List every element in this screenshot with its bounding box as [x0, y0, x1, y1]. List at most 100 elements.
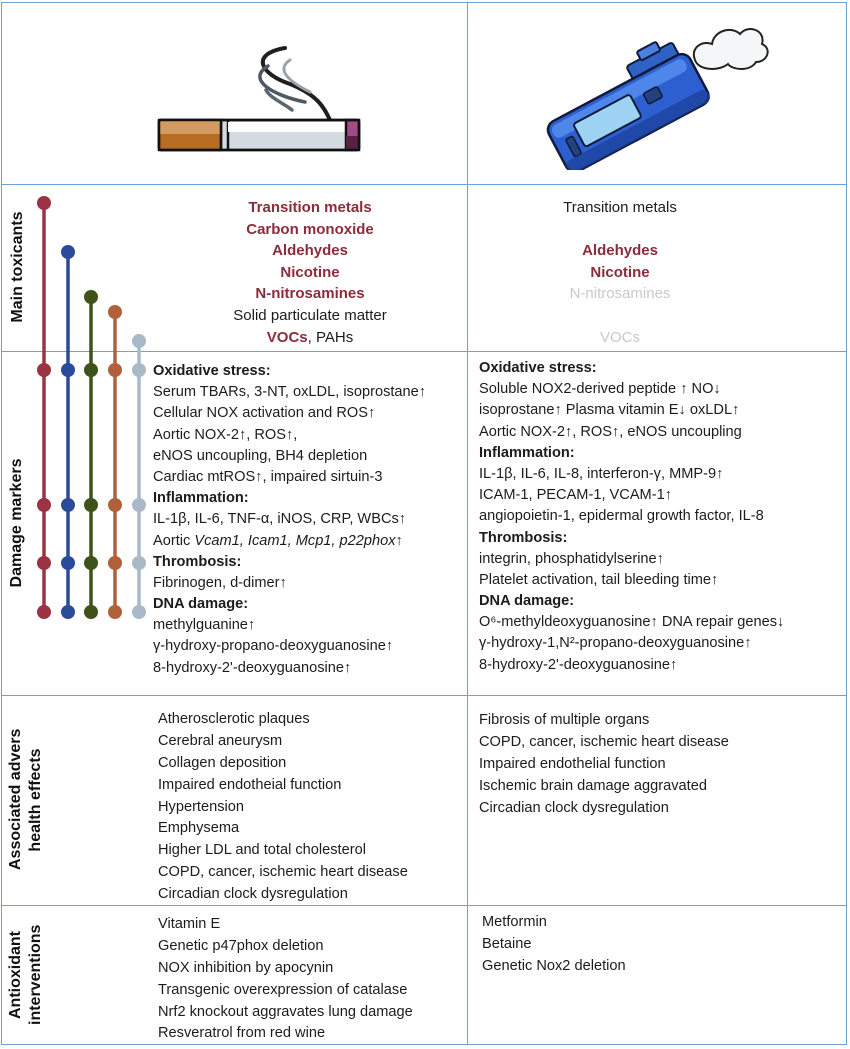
damage-marker-item: ICAM-1, PECAM-1, VCAM-1↑: [479, 487, 672, 504]
toxicant-item: Carbon monoxide: [190, 219, 430, 241]
marker-node: [108, 498, 122, 512]
damage-marker-item: Aortic Vcam1, Icam1, Mcp1, p22phox↑: [153, 532, 403, 549]
antioxidant-item: Transgenic overexpression of catalase: [158, 981, 408, 998]
toxicant-suffix: , PAHs: [307, 328, 354, 346]
health-effect-item: Circadian clock dysregulation: [479, 799, 669, 816]
health-effect-item: Emphysema: [158, 820, 240, 837]
damage-category-heading: Oxidative stress:: [479, 360, 597, 376]
marker-node: [132, 605, 146, 619]
row-label-damage-markers: Damage markers: [8, 458, 25, 588]
toxicant-item: [500, 219, 740, 241]
marker-node: [132, 334, 146, 348]
health-effect-item: Impaired endotheial function: [158, 776, 342, 793]
marker-node: [37, 196, 51, 210]
health-effect-item: Circadian clock dysregulation: [158, 886, 348, 903]
row-divider-toxicants: [1, 351, 847, 352]
marker-line-graphic: [37, 196, 146, 619]
cigarette-damage-markers: Oxidative stress:Serum TBARs, 3-NT, oxLD…: [153, 361, 426, 679]
marker-node: [108, 305, 122, 319]
damage-marker-item: Platelet activation, tail bleeding time↑: [479, 571, 719, 588]
damage-marker-item: IL-1β, IL-6, IL-8, interferon-γ, MMP-9↑: [479, 465, 724, 482]
toxicant-item: Solid particulate matter: [190, 305, 430, 327]
antioxidant-item: Nrf2 knockout aggravates lung damage: [158, 1003, 413, 1020]
marker-node: [84, 363, 98, 377]
health-effect-item: Atherosclerotic plaques: [158, 711, 310, 727]
damage-marker-item: Aortic NOX-2↑, ROS↑, eNOS uncoupling: [479, 423, 742, 440]
damage-marker-item: integrin, phosphatidylserine↑: [479, 550, 664, 567]
health-effect-item: COPD, cancer, ischemic heart disease: [158, 864, 408, 881]
damage-category-heading: Thrombosis:: [479, 529, 568, 546]
damage-category-heading: Thrombosis:: [153, 553, 242, 570]
toxicant-item: VOCs, PAHs: [190, 327, 430, 349]
row-label-health-effects: Associated advers health effects: [6, 729, 46, 870]
row-divider-damage: [1, 695, 847, 696]
toxicant-item: Nicotine: [500, 262, 740, 284]
marker-node: [84, 498, 98, 512]
toxicant-item: N-nitrosamines: [500, 283, 740, 305]
row-label-antioxidant-interventions: Antioxidant interventions: [6, 925, 46, 1025]
damage-category-heading: DNA damage:: [153, 596, 249, 613]
marker-node: [84, 556, 98, 570]
toxicant-name: Nicotine: [280, 263, 340, 281]
marker-node: [132, 556, 146, 570]
damage-marker-item: angiopoietin-1, epidermal growth factor,…: [479, 508, 764, 525]
row-divider-header: [1, 184, 847, 185]
marker-node: [61, 605, 75, 619]
antioxidant-item: Genetic Nox2 deletion: [482, 957, 626, 974]
marker-node: [37, 605, 51, 619]
damage-marker-item: γ-hydroxy-propano-deoxyguanosine↑: [153, 638, 394, 655]
toxicant-name: Transition metals: [248, 199, 372, 216]
marker-node: [108, 556, 122, 570]
row-label-antiox-line-2: interventions: [27, 924, 44, 1025]
marker-node: [132, 498, 146, 512]
damage-marker-item: O⁶-methyldeoxyguanosine↑ DNA repair gene…: [479, 614, 785, 631]
toxicant-item: [500, 305, 740, 327]
damage-category-heading: DNA damage:: [479, 593, 575, 610]
antioxidant-item: Betaine: [482, 935, 532, 952]
toxicant-item: Nicotine: [190, 262, 430, 284]
toxicant-name: Carbon monoxide: [246, 220, 374, 238]
toxicant-item: N-nitrosamines: [190, 283, 430, 305]
toxicant-name: Nicotine: [590, 263, 650, 281]
damage-marker-item: γ-hydroxy-1,N²-propano-deoxyguanosine↑: [479, 635, 752, 652]
health-effect-item: Hypertension: [158, 798, 244, 815]
toxicant-item: VOCs: [500, 327, 740, 349]
marker-node: [37, 363, 51, 377]
ecig-damage-markers: Oxidative stress: Soluble NOX2-derived pe…: [479, 358, 784, 676]
marker-node: [84, 290, 98, 304]
toxicant-name: Aldehydes: [272, 242, 348, 260]
damage-marker-item: 8-hydroxy-2'-deoxyguanosine↑: [479, 656, 678, 673]
row-label-health-line-2: health effects: [27, 748, 44, 852]
damage-marker-item: IL-1β, IL-6, TNF-α, iNOS, CRP, WBCs↑: [153, 511, 407, 528]
marker-node: [37, 498, 51, 512]
toxicant-item: Aldehydes: [190, 240, 430, 262]
toxicant-name: Transition metals: [563, 199, 677, 216]
column-divider: [467, 2, 468, 1045]
damage-marker-item: isoprostane↑ Plasma vitamin E↓ oxLDL↑: [479, 402, 740, 419]
health-effect-item: Higher LDL and total cholesterol: [158, 842, 366, 859]
toxicant-item: Transition metals: [190, 197, 430, 219]
toxicant-name: N-nitrosamines: [255, 285, 365, 303]
marker-node: [61, 363, 75, 377]
damage-category-heading: Inflammation:: [479, 444, 575, 461]
toxicant-name: Solid particulate matter: [233, 306, 387, 324]
row-label-main-toxicants: Main toxicants: [9, 211, 26, 323]
health-effect-item: COPD, cancer, ischemic heart disease: [479, 733, 729, 750]
toxicant-name: Aldehydes: [582, 242, 658, 260]
marker-node: [37, 556, 51, 570]
marker-node: [108, 363, 122, 377]
antioxidant-item: Resveratrol from red wine: [158, 1025, 326, 1042]
cigarette-icon: [157, 46, 361, 152]
toxicant-name: N-nitrosamines: [569, 285, 671, 303]
marker-node: [61, 245, 75, 259]
marker-node: [108, 605, 122, 619]
e-cigarette-vape-icon: [546, 28, 769, 170]
damage-marker-item: Soluble NOX2-derived peptide ↑ NO↓: [479, 381, 721, 398]
toxicant-item: Aldehydes: [500, 240, 740, 262]
